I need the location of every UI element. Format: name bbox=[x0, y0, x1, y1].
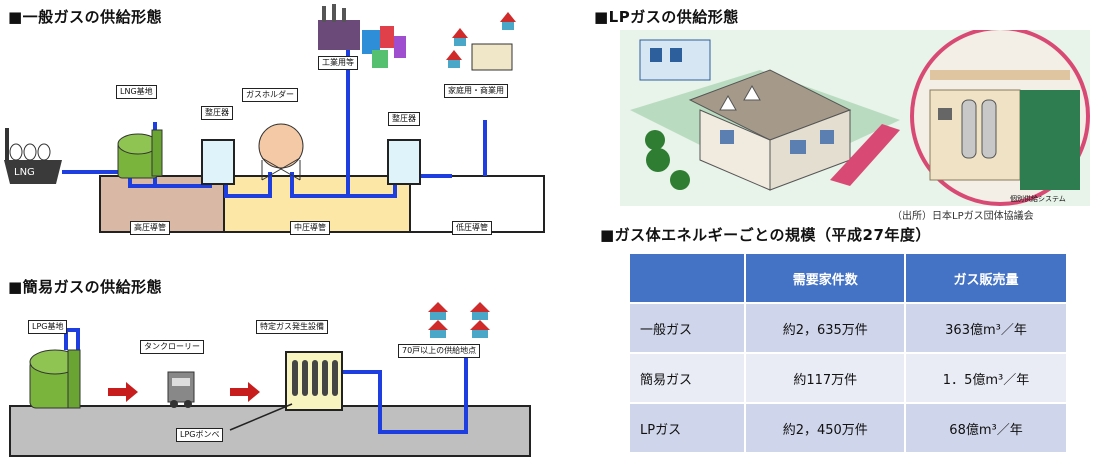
lng-base-label: LNG基地 bbox=[116, 85, 157, 99]
table-cell: 簡易ガス bbox=[627, 352, 747, 404]
table-cell: 約117万件 bbox=[744, 352, 907, 404]
homes-icon bbox=[446, 12, 516, 71]
general-gas-title: ■一般ガスの供給形態 bbox=[8, 8, 163, 26]
mid-pressure-label: 中圧導管 bbox=[290, 221, 330, 235]
regulator-icon bbox=[387, 139, 421, 185]
table-cell: 363億m³／年 bbox=[904, 302, 1068, 354]
lp-gas-title: ■LPガスの供給形態 bbox=[594, 8, 739, 26]
table-row: 簡易ガス 約117万件 1．5億m³／年 bbox=[627, 352, 1068, 404]
regulator-label: 整圧器 bbox=[201, 106, 233, 120]
table-header: 需要家件数 bbox=[744, 252, 907, 304]
scale-table: 需要家件数 ガス販売量 一般ガス 約2，635万件 363億m³／年 簡易ガス … bbox=[627, 252, 1068, 454]
low-pressure-label: 低圧導管 bbox=[452, 221, 492, 235]
table-cell: 一般ガス bbox=[627, 302, 747, 354]
gas-plant-icon bbox=[285, 351, 343, 411]
gas-plant-label: 特定ガス発生設備 bbox=[256, 320, 328, 334]
high-pressure-label: 高圧導管 bbox=[130, 221, 170, 235]
supply-diagrams bbox=[4, 4, 545, 457]
table-header: ガス販売量 bbox=[904, 252, 1068, 304]
table-cell: 約2，450万件 bbox=[744, 402, 907, 454]
table-cell: 68億m³／年 bbox=[904, 402, 1068, 454]
lpg-cylinder-icon bbox=[961, 99, 977, 159]
lng-ship-icon bbox=[4, 128, 62, 184]
table-cell: LPガス bbox=[627, 402, 747, 454]
pointer-line bbox=[229, 403, 293, 431]
lpg-base-label: LPG基地 bbox=[28, 320, 68, 334]
table-cell: 1．5億m³／年 bbox=[904, 352, 1068, 404]
table-header bbox=[627, 252, 747, 304]
table-row: LPガス 約2，450万件 68億m³／年 bbox=[627, 402, 1068, 454]
gas-holder-label: ガスホルダー bbox=[242, 88, 298, 102]
regulator-label: 整圧器 bbox=[388, 112, 420, 126]
lpg-tank-icon bbox=[29, 349, 81, 409]
table-cell: 約2，635万件 bbox=[744, 302, 907, 354]
zoom-circle bbox=[910, 30, 1090, 206]
lng-tank-icon bbox=[117, 129, 163, 179]
scale-table-title: ■ガス体エネルギーごとの規模（平成27年度） bbox=[600, 226, 931, 244]
tank-lorry-icon bbox=[167, 371, 195, 408]
regulator-icon bbox=[201, 139, 235, 185]
factories-label: 工業用等 bbox=[318, 56, 358, 70]
lp-gas-illustration bbox=[620, 30, 1090, 206]
lp-source: （出所）日本LPガス団体協議会 bbox=[892, 211, 1034, 222]
arrow-icon bbox=[230, 382, 260, 402]
supply-area-label: 70戸以上の供給地点 bbox=[398, 344, 481, 358]
table-row: 一般ガス 約2，635万件 363億m³／年 bbox=[627, 302, 1068, 354]
gas-meter-icon bbox=[938, 108, 952, 120]
factory-icon bbox=[318, 4, 406, 68]
arrow-icon bbox=[108, 382, 138, 402]
tree-icon bbox=[645, 130, 690, 190]
lng-ship-label: LNG bbox=[14, 167, 35, 178]
lpg-cylinder-label: LPGボンベ bbox=[176, 428, 224, 442]
gas-holder-icon bbox=[258, 123, 304, 181]
lp-system-caption: 個別供給システム bbox=[1010, 195, 1066, 203]
house-icon bbox=[688, 69, 852, 191]
zoom-pointer bbox=[830, 124, 900, 186]
homes-label: 家庭用・商業用 bbox=[444, 84, 508, 98]
simple-gas-title: ■簡易ガスの供給形態 bbox=[8, 278, 163, 296]
homes-icon bbox=[428, 302, 490, 338]
tank-lorry-label: タンクローリー bbox=[140, 340, 204, 354]
lpg-cylinder-icon bbox=[981, 99, 997, 159]
